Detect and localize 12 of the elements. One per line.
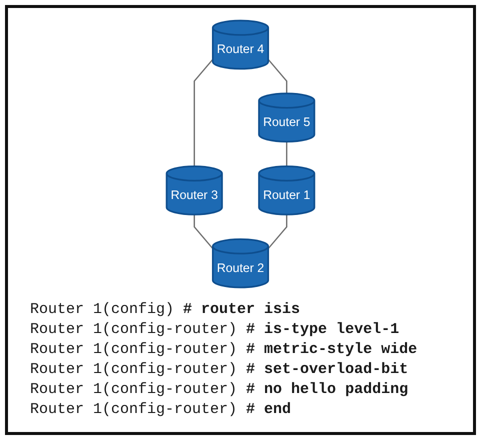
- connector: [268, 214, 288, 250]
- connector: [194, 58, 214, 166]
- config-command-line: Router 1(config) # router isis: [30, 300, 302, 320]
- config-command-line: Router 1(config-router) # no hello padding: [30, 380, 410, 400]
- connector: [194, 214, 214, 250]
- config-command-line: Router 1(config-router) # metric-style wide: [30, 340, 418, 360]
- frame-border: Router 4 Router 5 Router 3 Router 1 Router 2 Router 1(config) # router isis Router 1(config-router) # is-type level-1 Router 1(config-router) # metric-style wide Router 1(config-router) # set-overload-bit Router 1(config-router) # no hello padding Router 1(config-router) # end: [5, 5, 476, 435]
- config-command-line: Router 1(config-router) # is-type level-1: [30, 320, 400, 340]
- connector: [286, 142, 288, 166]
- connector: [268, 58, 288, 94]
- config-command-line: Router 1(config-router) # end: [30, 400, 292, 420]
- config-command-line: Router 1(config-router) # set-overload-bit: [30, 360, 410, 380]
